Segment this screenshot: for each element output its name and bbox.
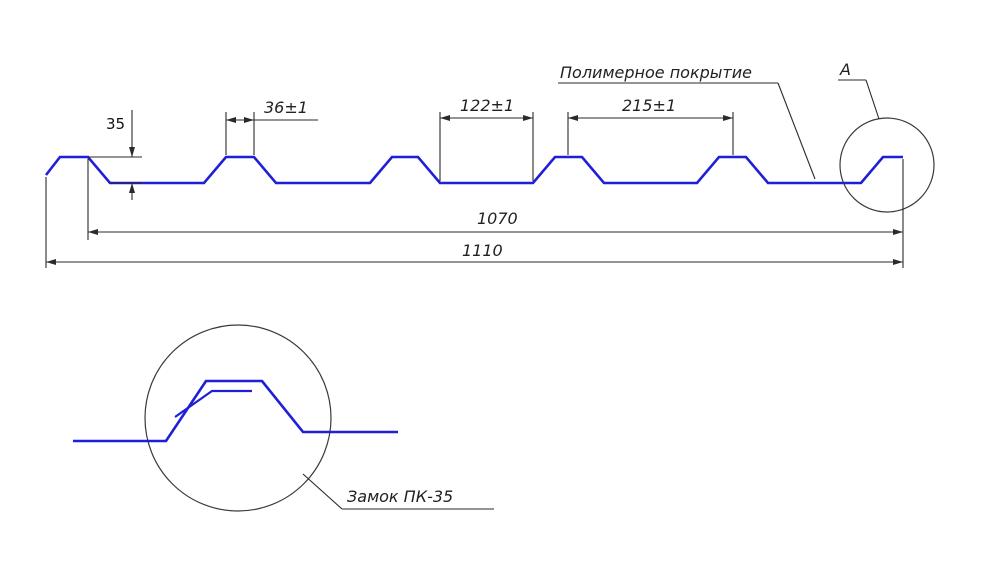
total-width-label: 1110	[462, 241, 503, 260]
detail-ref-label: A	[839, 60, 851, 79]
sheet-profile	[44, 155, 903, 185]
useful-width-label: 1070	[477, 209, 518, 228]
total-width-dimension: 1110	[45, 177, 904, 268]
coating-label: Полимерное покрытие	[560, 63, 752, 82]
lock-caption: Замок ПК-35	[347, 487, 453, 506]
pitch-label: 215±1	[622, 96, 676, 115]
useful-width-dimension: 1070	[87, 159, 904, 240]
pitch-dimension: 215±1	[567, 96, 734, 155]
valley-label: 122±1	[460, 96, 514, 115]
lock-lower-sheet	[174, 389, 252, 418]
rib-top-dimension: 36±1	[225, 98, 318, 155]
coating-leader: Полимерное покрытие	[558, 63, 816, 180]
lock-upper-sheet	[73, 379, 398, 443]
lock-detail: Замок ПК-35	[73, 324, 494, 512]
height-dimension: 35	[88, 110, 142, 200]
valley-dimension: 122±1	[439, 96, 534, 181]
height-label: 35	[106, 115, 125, 133]
rib-top-label: 36±1	[264, 98, 308, 117]
detail-a-callout: A	[838, 60, 935, 213]
